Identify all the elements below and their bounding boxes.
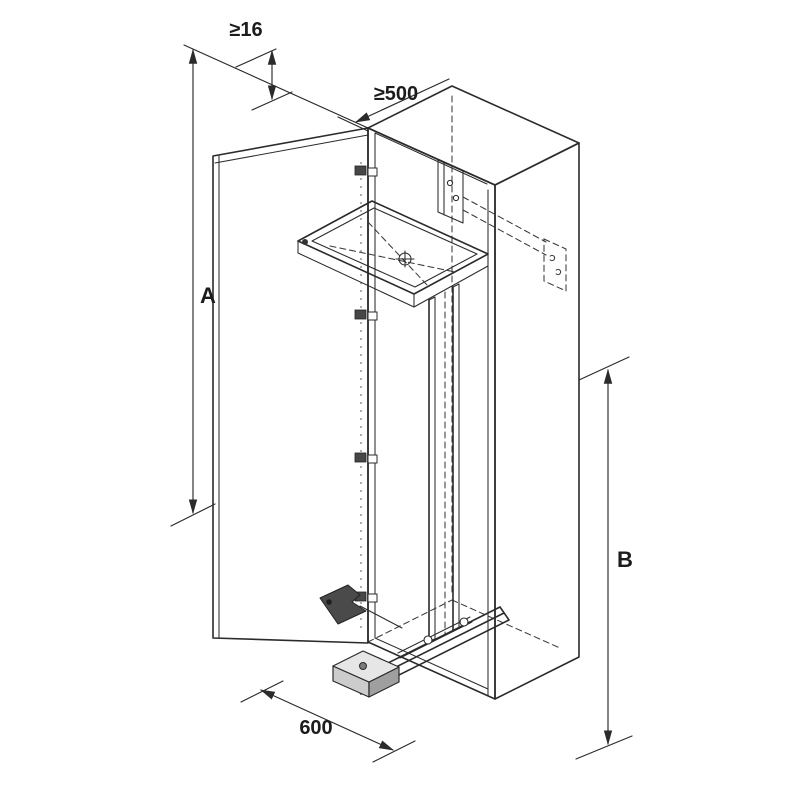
column-back-edges <box>428 283 460 642</box>
dimension-label-height-a: A <box>200 283 216 308</box>
tray-inner-rim <box>311 207 478 288</box>
depth-arrow <box>354 78 450 123</box>
telescopic-rail <box>397 616 473 659</box>
door-thickness-lines <box>214 134 369 638</box>
dimensions: ≥16 ≥500 A B 600 <box>170 19 633 763</box>
tray-rim-depth-edges <box>297 240 489 308</box>
dimension-top-clearance: ≥16 <box>229 19 293 111</box>
tray-corner-bolt <box>302 239 308 245</box>
column-front-edges <box>428 286 454 642</box>
side-panel-hole-1 <box>548 254 556 262</box>
top-edge-extension-line <box>183 44 369 129</box>
foot-button <box>359 662 367 670</box>
hinge-upper-mid-icon <box>354 309 378 321</box>
vertical-frame-column <box>428 283 460 642</box>
clearance-tick-upper <box>235 48 277 68</box>
width-right-tick <box>372 740 416 763</box>
arm-to-rail-link <box>359 605 403 629</box>
tray-centerlines <box>329 221 456 287</box>
door-connector-arm <box>319 584 367 625</box>
height-b-top-tick <box>578 356 630 381</box>
dimension-height-a: A <box>170 48 216 527</box>
dimension-height-b: B <box>575 356 633 760</box>
tray-center-cross <box>395 250 415 268</box>
door-hinges <box>354 165 378 603</box>
door-panel <box>212 127 369 644</box>
pullout-tray <box>297 200 489 308</box>
bracket-plate <box>437 159 464 224</box>
side-panel-mount-plate-hidden <box>543 238 567 292</box>
bottom-rail-unit <box>319 584 510 698</box>
connector-arm-body <box>319 584 367 625</box>
cabinet-carcass <box>367 85 580 700</box>
bracket-hole-2 <box>452 194 460 202</box>
dimension-label-width: 600 <box>299 717 332 739</box>
width-arrow <box>259 689 395 751</box>
dimension-label-depth: ≥500 <box>374 83 418 105</box>
connector-arm-pivot <box>326 599 332 605</box>
front-foot-block <box>332 650 400 698</box>
top-mounting-bracket <box>437 159 567 292</box>
height-b-bottom-tick <box>575 735 633 760</box>
height-a-bottom-tick <box>170 503 216 527</box>
dimension-depth: ≥500 <box>337 78 450 132</box>
clearance-tick-lower <box>251 91 293 111</box>
hinge-lower-mid-icon <box>354 452 378 464</box>
cabinet-right-side-panel <box>494 142 580 700</box>
cabinet-door-open <box>212 127 369 644</box>
rail-roller-1 <box>459 617 469 627</box>
hinge-top-icon <box>354 165 378 177</box>
width-left-tick <box>240 680 284 703</box>
dimension-label-top-clearance: ≥16 <box>229 19 262 41</box>
cabinet-hidden-edges <box>367 95 561 649</box>
dimension-width: 600 <box>240 680 416 763</box>
bracket-projection-lines <box>462 196 547 256</box>
side-panel-hole-2 <box>554 268 562 276</box>
cabinet-panel-thickness-lines <box>374 132 489 696</box>
depth-tick <box>337 116 369 132</box>
rail-roller-2 <box>423 635 433 645</box>
dimension-label-height-b: B <box>617 547 633 572</box>
bracket-hole-1 <box>446 179 454 187</box>
